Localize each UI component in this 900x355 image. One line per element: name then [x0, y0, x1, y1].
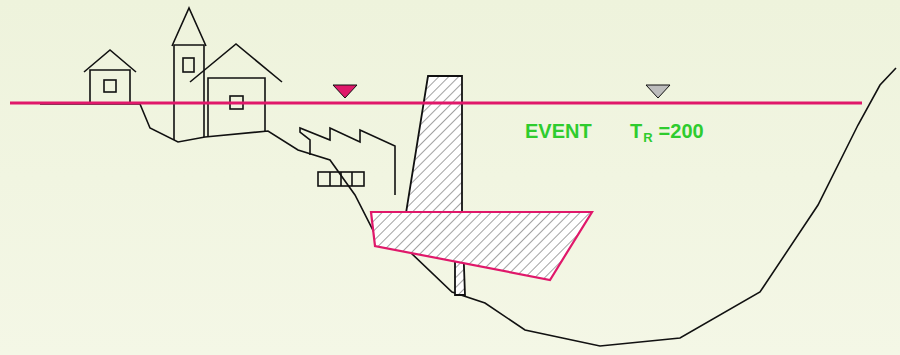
flood-level-marker [333, 85, 357, 98]
return-period-symbol: T [630, 121, 642, 141]
valley-terrain [40, 68, 896, 346]
reservoir-level-marker [646, 85, 670, 98]
water-level-line [10, 102, 862, 105]
return-period-subscript: R [643, 131, 652, 144]
dam-foundation [371, 212, 592, 280]
factory [300, 128, 395, 195]
return-period-value: =200 [659, 121, 704, 141]
house [190, 44, 282, 137]
house [84, 50, 136, 104]
event-label: EVENT [525, 121, 592, 141]
